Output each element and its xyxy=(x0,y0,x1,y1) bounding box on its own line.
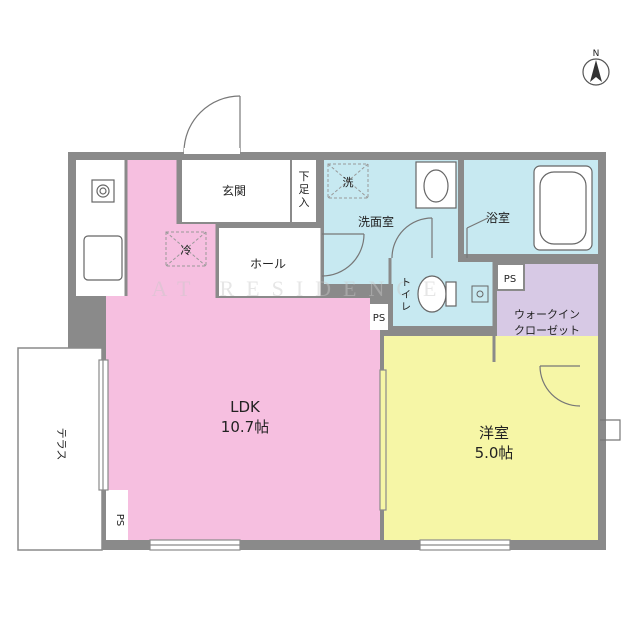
washbasin-icon xyxy=(415,161,457,209)
hall-door[interactable] xyxy=(321,233,365,277)
toilet-icon xyxy=(417,275,457,313)
walk-in-line-2: クローゼット xyxy=(514,324,580,337)
toilet-char-3: レ xyxy=(401,302,411,313)
terrace-name: テラス xyxy=(55,428,68,461)
ldk-size: 10.7帖 xyxy=(221,418,269,436)
kitchen-stove xyxy=(91,179,115,203)
western-size: 5.0帖 xyxy=(475,444,514,462)
north-label: N xyxy=(593,49,600,59)
entrance-name: 玄関 xyxy=(222,183,246,198)
shoe-box-char-2: 足 xyxy=(299,183,310,196)
ldk-name: LDK xyxy=(230,398,261,416)
bathtub-icon xyxy=(533,165,593,251)
shoe-storage xyxy=(292,160,316,222)
washroom-name: 洗面室 xyxy=(358,214,394,229)
north-arrow-icon: N xyxy=(582,49,610,86)
terrace xyxy=(17,347,103,551)
ps-label-3: PS xyxy=(114,514,125,526)
watermark: AT RESIDENCE xyxy=(152,276,449,301)
ldk-floor xyxy=(106,160,380,540)
balcony-door[interactable] xyxy=(600,419,621,441)
walk-in-line-1: ウォークイン xyxy=(514,308,580,321)
bathroom-name: 浴室 xyxy=(486,210,510,225)
fridge-label: 冷 xyxy=(181,244,192,257)
ps-label-1: PS xyxy=(504,274,516,285)
ps-box-2 xyxy=(370,304,388,330)
toilet-char-2: イ xyxy=(401,290,411,301)
western-door[interactable] xyxy=(539,365,581,407)
toilet-door[interactable] xyxy=(466,217,489,258)
hand-basin-icon xyxy=(471,285,489,303)
hall-floor xyxy=(219,228,321,296)
ps-box-3 xyxy=(106,490,128,540)
washroom-door[interactable] xyxy=(391,217,433,259)
western-room-floor xyxy=(384,336,598,540)
ps-label-2: PS xyxy=(373,313,385,324)
entrance-floor xyxy=(182,160,290,222)
fridge-space xyxy=(165,231,207,267)
kitchen-sink xyxy=(83,235,123,281)
hall-name: ホール xyxy=(250,257,286,271)
toilet-char-1: ト xyxy=(401,278,411,289)
windows xyxy=(98,359,511,551)
ps-box-1-cover xyxy=(496,263,525,291)
washer-label: 洗 xyxy=(343,176,354,189)
shoe-box-char-1: 下 xyxy=(299,170,310,183)
western-name: 洋室 xyxy=(479,424,509,442)
entrance-door[interactable] xyxy=(183,95,241,154)
washer-space xyxy=(327,163,369,199)
shoe-box-char-3: 入 xyxy=(299,196,310,209)
